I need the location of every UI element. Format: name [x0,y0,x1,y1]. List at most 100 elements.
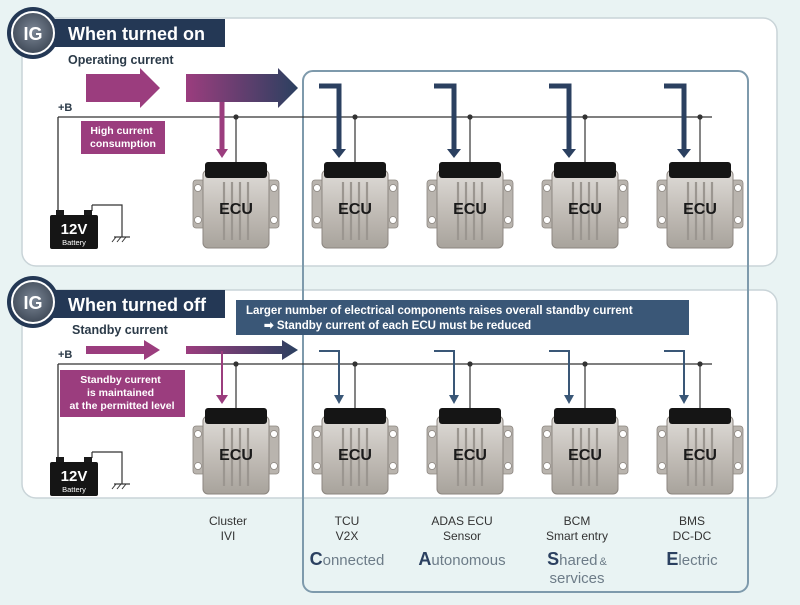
ecu-label: ECU [453,447,487,464]
current-arrow-head [679,395,689,404]
ecu-mount-hole [313,430,321,438]
battery-terminal [84,210,92,215]
ecu-module: ECU [426,408,514,495]
ecu-category-line: BCM [564,514,591,528]
top-callout-line: High current [90,125,153,137]
ecu-category-line: Sensor [443,529,481,543]
current-arrow-shaft [664,350,685,396]
ig-badge-top: IG [7,7,59,59]
current-arrow-head [216,149,228,158]
ecu-module: ECU [311,408,399,495]
bottom-callout-box [60,370,185,417]
ecu-mount-hole [428,430,436,438]
ecu-mount-hole [313,462,321,470]
ecu-mount-hole [658,216,666,224]
junction-dot [582,114,588,120]
current-arrow-shaft [549,350,570,396]
junction-dot [467,114,473,120]
bottom-callout-text: Standby current is maintained at the per… [69,374,174,412]
ecu-mount-hole [734,430,742,438]
ecu-mount-hole [619,430,627,438]
current-arrow-shaft [319,350,340,396]
current-arrow-head [677,149,691,158]
current-arrow-head [564,395,574,404]
ecu-label: ECU [453,201,487,218]
battery-terminal [84,457,92,462]
current-arrow-head [332,149,346,158]
junction-dot [697,114,703,120]
bottom-title: When turned off [68,295,207,315]
ecu-module: ECU [426,162,514,249]
ground-symbol [111,483,130,490]
case-initial: A [418,549,431,569]
ecu-mount-hole [504,216,512,224]
junction-dot [467,361,473,367]
bottom-callout-line: at the permitted level [69,400,174,412]
junction-dot [233,114,239,120]
ecu-mount-hole [270,430,278,438]
case-initial: E [666,549,678,569]
ground-tick [116,236,122,243]
ecu-mount-hole [658,184,666,192]
ecu-mount-hole [619,462,627,470]
ecu-mount-hole [543,216,551,224]
ecu-mount-hole [619,216,627,224]
battery-voltage: 12V [61,221,88,238]
ecu-connector [324,162,386,178]
wiring-layer [57,114,712,490]
case-rest: onnected [323,552,385,569]
ecu-mount-hole [428,216,436,224]
battery-voltage: 12V [61,468,88,485]
current-arrow-head [447,149,461,158]
operating-current-arrow-1 [86,68,160,108]
ecu-mount-hole [658,462,666,470]
ecu-mount-hole [270,462,278,470]
current-arrow-shaft [319,83,342,150]
current-arrow-head [562,149,576,158]
battery-terminal [56,210,64,215]
ecu-connector [669,162,731,178]
ig-badge-label: IG [23,24,42,44]
current-arrow-head [216,395,228,404]
ecu-mount-hole [313,184,321,192]
junction-dot [697,361,703,367]
ecu-connector [439,408,501,424]
top-title-tab [50,19,225,47]
ecu-mount-hole [428,184,436,192]
ecu-connector [669,408,731,424]
current-arrow-shaft [434,83,457,150]
banner-line: Larger number of electrical components r… [246,305,633,317]
case-initial: C [310,549,323,569]
battery-body [50,215,98,249]
junction-dot [352,361,358,367]
ground-symbol [111,236,130,243]
ground-tick [111,236,117,243]
ecu-connector [554,162,616,178]
current-arrows-layer [216,83,691,404]
ecu-category-line: DC-DC [673,529,712,543]
ecu-mount-hole [504,462,512,470]
ecu-module: ECU [656,408,744,495]
ecu-module: ECU [311,162,399,249]
ecu-category-line: TCU [335,514,360,528]
ecu-mount-hole [270,216,278,224]
ecu-mount-hole [270,184,278,192]
case-ampersand: & [600,556,608,568]
ecu-category-line: Cluster [209,514,247,528]
ecu-mount-hole [734,184,742,192]
ecu-category-line: V2X [336,529,359,543]
case-keyword: Shared& [547,549,607,569]
ecu-mount-hole [194,184,202,192]
case-rest: lectric [678,552,718,569]
case-keyword: Electric [666,549,718,569]
current-arrow-shaft [664,83,687,150]
ecu-mount-hole [658,430,666,438]
ecu-label: ECU [568,447,602,464]
top-rail-label: +B [58,102,72,114]
bottom-rail-label: +B [58,349,72,361]
